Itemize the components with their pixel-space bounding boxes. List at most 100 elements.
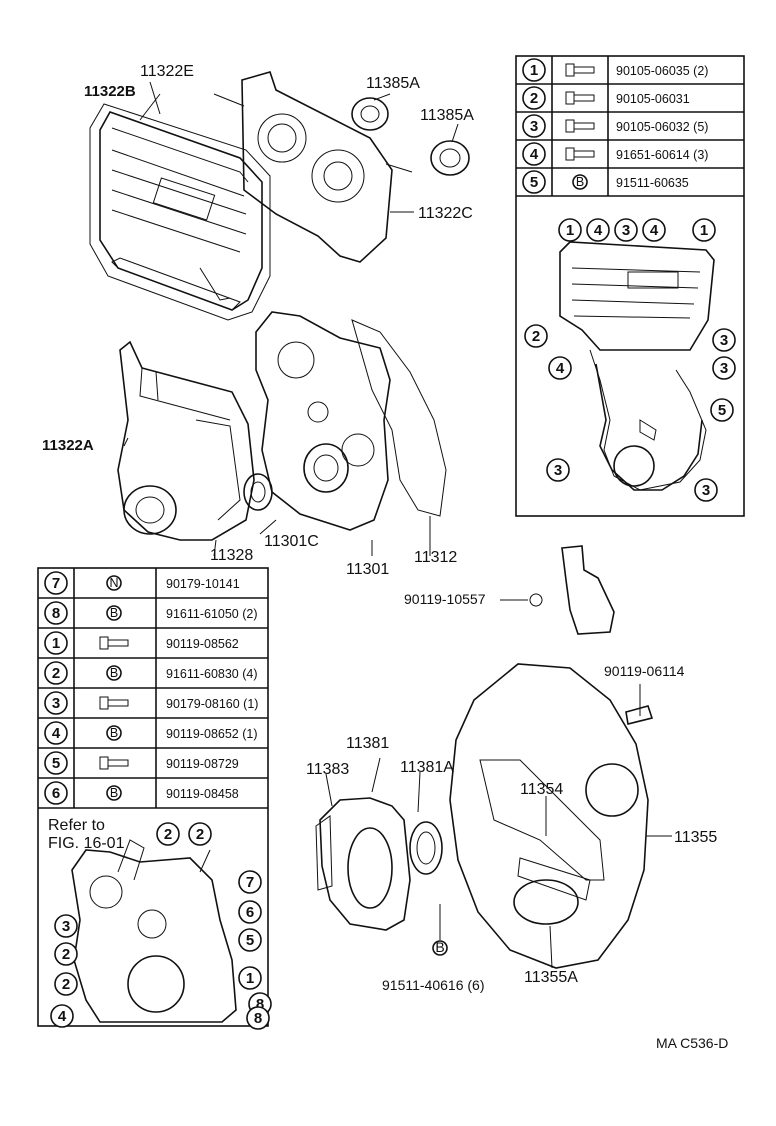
table-left-row-6-part: 90119-08652 (1) [166,727,258,741]
table-top-row-5-washer-icon-letter: B [576,175,584,189]
top-callout-g: 3 [712,328,736,352]
table-left-row-2-part: 91611-61050 (2) [166,607,258,621]
top-callout-b-number: 4 [594,222,603,239]
table-left-row-3-bolt-icon [99,636,129,650]
table-left-row-4-washer-icon: B [106,665,122,681]
label-11322A: 11322A [42,437,94,454]
top-callout-a-number: 1 [566,222,574,239]
table-left-row-5-part: 90179-08160 (1) [166,697,258,711]
rear-plate-group: B [315,545,672,969]
left-callout-k: 4 [50,1004,74,1028]
top-callout-c: 3 [614,218,638,242]
label-11354: 11354 [520,781,563,798]
bolt-table-left [37,567,269,1027]
top-callout-l-number: 3 [702,482,710,499]
label-11301C: 11301C [264,533,319,550]
table-top-row-3-number-number: 3 [530,118,538,135]
table-left-row-8-washer-icon: B [106,785,122,801]
label-11312: 11312 [414,549,457,566]
table-top-row-5-number-number: 5 [530,174,538,191]
refer-text-line2: FIG. 16-01 [48,835,125,852]
top-callout-i-number: 3 [720,360,728,377]
table-left-row-5-number: 3 [44,691,68,715]
left-callout-i: 2 [54,972,78,996]
refer-text-line1: Refer to [48,817,105,834]
left-callout-d-number: 6 [246,904,254,921]
table-left-row-3-number: 1 [44,631,68,655]
table-left-row-7-number-number: 5 [52,755,60,772]
left-callout-j-number: 8 [256,996,264,1013]
left-callout-k-number: 4 [58,1008,67,1025]
top-callout-a: 1 [558,218,582,242]
top-callout-e-number: 1 [700,222,708,239]
label-11322B: 11322B [84,83,136,100]
top-callout-i: 3 [712,356,736,380]
table-top-row-2-part: 90105-06031 [616,92,690,106]
left-callout-b-number: 2 [196,826,204,843]
label-11381A: 11381A [400,759,454,776]
top-callout-j: 5 [710,398,734,422]
table-left-row-2-washer-icon: B [106,605,122,621]
washer-mark: B [435,939,444,955]
table-left-row-1-washer-icon: N [106,575,122,591]
label-90119-06114: 90119-06114 [604,663,685,679]
table-left-row-1-washer-icon-letter: N [109,576,118,590]
label-90119-10557: 90119-10557 [404,591,486,607]
left-callout-h-number: 1 [246,970,254,987]
table-top-row-2-number: 2 [522,86,546,110]
top-callout-l: 3 [694,478,718,502]
table-top-row-1-number-number: 1 [530,62,538,79]
top-callout-d-number: 4 [650,222,659,239]
label-91511-40616: 91511-40616 (6) [382,977,484,993]
left-callout-f-number: 5 [246,932,254,949]
table-left-row-7-bolt-icon [99,756,129,770]
table-top-row-5-number: 5 [522,170,546,194]
timing-cover-upper-group [89,71,470,321]
table-top-row-3-bolt-icon [565,119,595,133]
left-callout-h: 1 [238,966,262,990]
left-callout-a: 2 [156,822,180,846]
table-top-row-3-part: 90105-06032 (5) [616,120,708,134]
cover-bolt-location-diagram [559,241,715,491]
table-left-row-8-part: 90119-08458 [166,787,239,801]
table-left-row-6-washer-icon: B [106,725,122,741]
top-callout-g-number: 3 [720,332,728,349]
top-callout-h: 4 [548,356,572,380]
table-top-row-1-number: 1 [522,58,546,82]
case-bolt-location-diagram [71,839,237,1023]
table-left-row-8-number: 6 [44,781,68,805]
table-left-row-1-number-number: 7 [52,575,60,592]
diagram-code: MA C536-D [656,1035,728,1051]
label-11381: 11381 [346,735,389,752]
left-callout-d: 6 [238,900,262,924]
label-11355A: 11355A [524,969,578,986]
top-callout-k-number: 3 [554,462,562,479]
table-left-row-7-number: 5 [44,751,68,775]
table-left-row-2-washer-icon-letter: B [110,606,118,620]
bolt-table-top [515,55,745,517]
table-left-row-3-number-number: 1 [52,635,60,652]
table-top-row-1-bolt-icon [565,63,595,77]
label-11322C: 11322C [418,205,473,222]
table-top-row-4-bolt-icon [565,147,595,161]
table-top-row-4-number: 4 [522,142,546,166]
top-callout-k: 3 [546,458,570,482]
top-callout-f-number: 2 [532,328,540,345]
timing-cover-lower-group [117,311,447,557]
left-callout-e-number: 3 [62,918,70,935]
label-11385A-2: 11385A [420,107,474,124]
left-callout-e: 3 [54,914,78,938]
table-top-row-3-number: 3 [522,114,546,138]
table-left-row-1-number: 7 [44,571,68,595]
left-callout-i-number: 2 [62,976,70,993]
table-left-row-6-washer-icon-letter: B [110,726,118,740]
left-callout-c: 7 [238,870,262,894]
label-11355: 11355 [674,829,717,846]
table-left-row-6-number-number: 4 [52,725,61,742]
left-callout-a-number: 2 [164,826,172,843]
left-callout-l-number: 8 [254,1010,262,1027]
table-left-row-8-number-number: 6 [52,785,60,802]
label-11322E: 11322E [140,63,194,80]
top-callout-c-number: 3 [622,222,630,239]
